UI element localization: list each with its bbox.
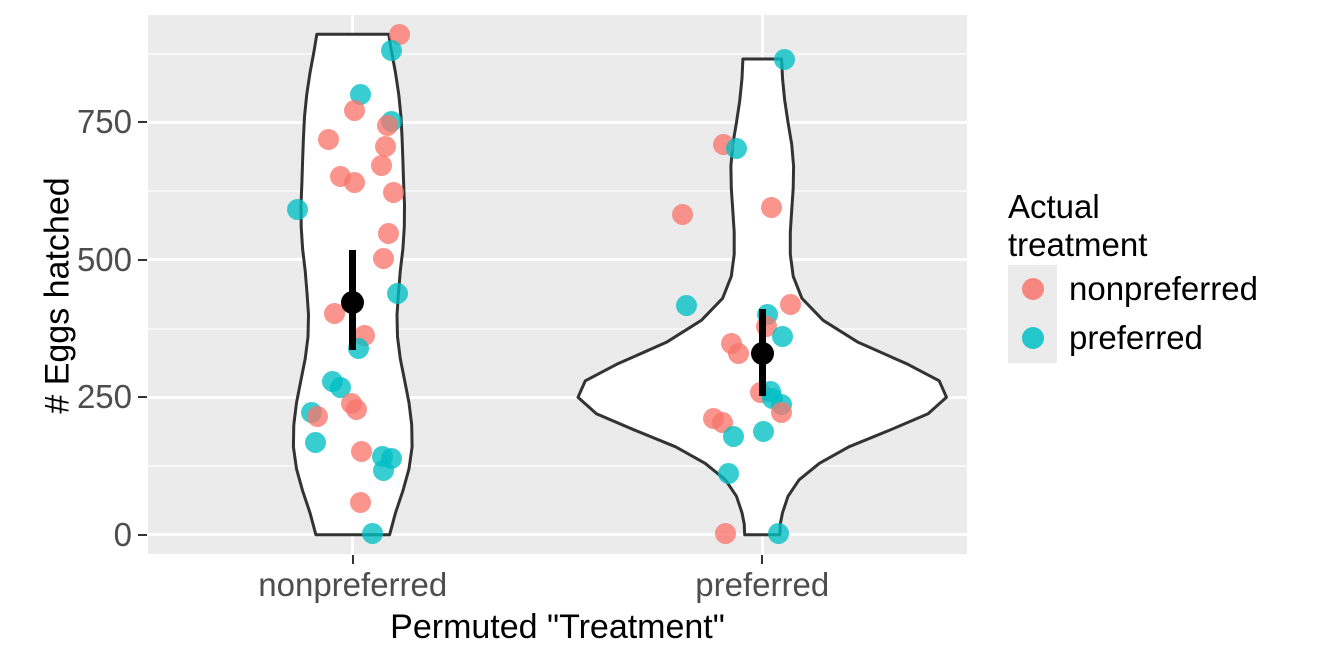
data-point — [383, 182, 405, 204]
gridline-major-y — [148, 395, 967, 399]
data-point — [771, 402, 793, 424]
data-point — [372, 460, 394, 482]
data-point — [351, 440, 373, 462]
y-tick-label: 750 — [76, 103, 132, 141]
y-tick-mark — [138, 258, 147, 261]
violin-outlines — [291, 32, 948, 537]
data-point — [329, 376, 351, 398]
y-tick-label: 0 — [113, 515, 132, 553]
data-point — [780, 294, 802, 316]
plot-panel — [148, 15, 967, 554]
data-point — [372, 248, 394, 270]
mean-point — [341, 290, 365, 314]
legend-title: Actual treatment — [1008, 188, 1258, 265]
data-point — [381, 40, 403, 62]
data-point — [675, 295, 697, 317]
legend-item-nonpreferred: nonpreferred — [1008, 264, 1258, 314]
gridline-minor-y — [148, 465, 967, 467]
data-point — [723, 426, 745, 448]
legend: Actual treatment nonpreferred preferred — [1008, 188, 1258, 363]
data-point — [774, 48, 796, 70]
data-point — [346, 398, 368, 420]
x-tick-label-preferred: preferred — [695, 566, 830, 603]
data-point — [752, 420, 774, 442]
data-point — [378, 222, 400, 244]
legend-label-nonpreferred: nonpreferred — [1069, 270, 1258, 308]
data-point — [768, 523, 790, 545]
data-point — [370, 154, 392, 176]
gridline-major-y — [148, 533, 967, 537]
legend-item-preferred: preferred — [1008, 313, 1258, 363]
y-tick-label: 500 — [76, 240, 132, 278]
legend-title-line-1: Actual — [1008, 188, 1100, 225]
data-point — [323, 303, 345, 325]
mean-point — [750, 341, 774, 365]
gridline-major-y — [148, 120, 967, 124]
x-tick-mark — [351, 555, 354, 564]
data-point — [387, 283, 409, 305]
data-point — [671, 204, 693, 226]
data-point — [307, 406, 329, 427]
y-tick-mark — [138, 396, 147, 399]
data-point — [772, 326, 794, 348]
gridline-major-y — [148, 258, 967, 262]
data-point — [726, 137, 748, 159]
data-point — [344, 172, 366, 194]
data-point — [317, 129, 339, 151]
data-point — [760, 197, 782, 218]
violin-shape-preferred — [576, 57, 948, 537]
data-point — [375, 135, 396, 157]
data-point — [718, 462, 740, 484]
gridline-minor-y — [148, 190, 967, 192]
data-point — [361, 523, 383, 545]
y-axis-tick-labels: 0 250 500 750 — [0, 0, 147, 672]
y-tick-label: 250 — [76, 378, 132, 416]
gridline-minor-y — [148, 327, 967, 330]
y-tick-mark — [138, 121, 147, 124]
data-point — [349, 492, 371, 514]
data-point — [714, 523, 736, 545]
data-point — [304, 431, 326, 453]
legend-title-line-2: treatment — [1008, 226, 1148, 264]
legend-label-preferred: preferred — [1069, 319, 1203, 357]
legend-key-box — [1008, 313, 1057, 363]
y-tick-mark — [138, 533, 147, 536]
x-tick-label-nonpreferred: nonpreferred — [258, 566, 448, 603]
x-axis-title: Permuted "Treatment" — [390, 608, 725, 646]
legend-items: nonpreferred preferred — [1008, 264, 1258, 363]
x-tick-mark — [761, 555, 764, 564]
legend-swatch-nonpreferred — [1021, 278, 1044, 301]
gridline-minor-y — [148, 52, 967, 55]
data-point — [727, 342, 749, 364]
data-point — [344, 99, 366, 121]
data-point — [389, 23, 411, 45]
legend-swatch-preferred — [1021, 327, 1044, 350]
data-point — [377, 115, 399, 137]
data-point — [286, 198, 308, 220]
legend-key-box — [1008, 264, 1057, 314]
